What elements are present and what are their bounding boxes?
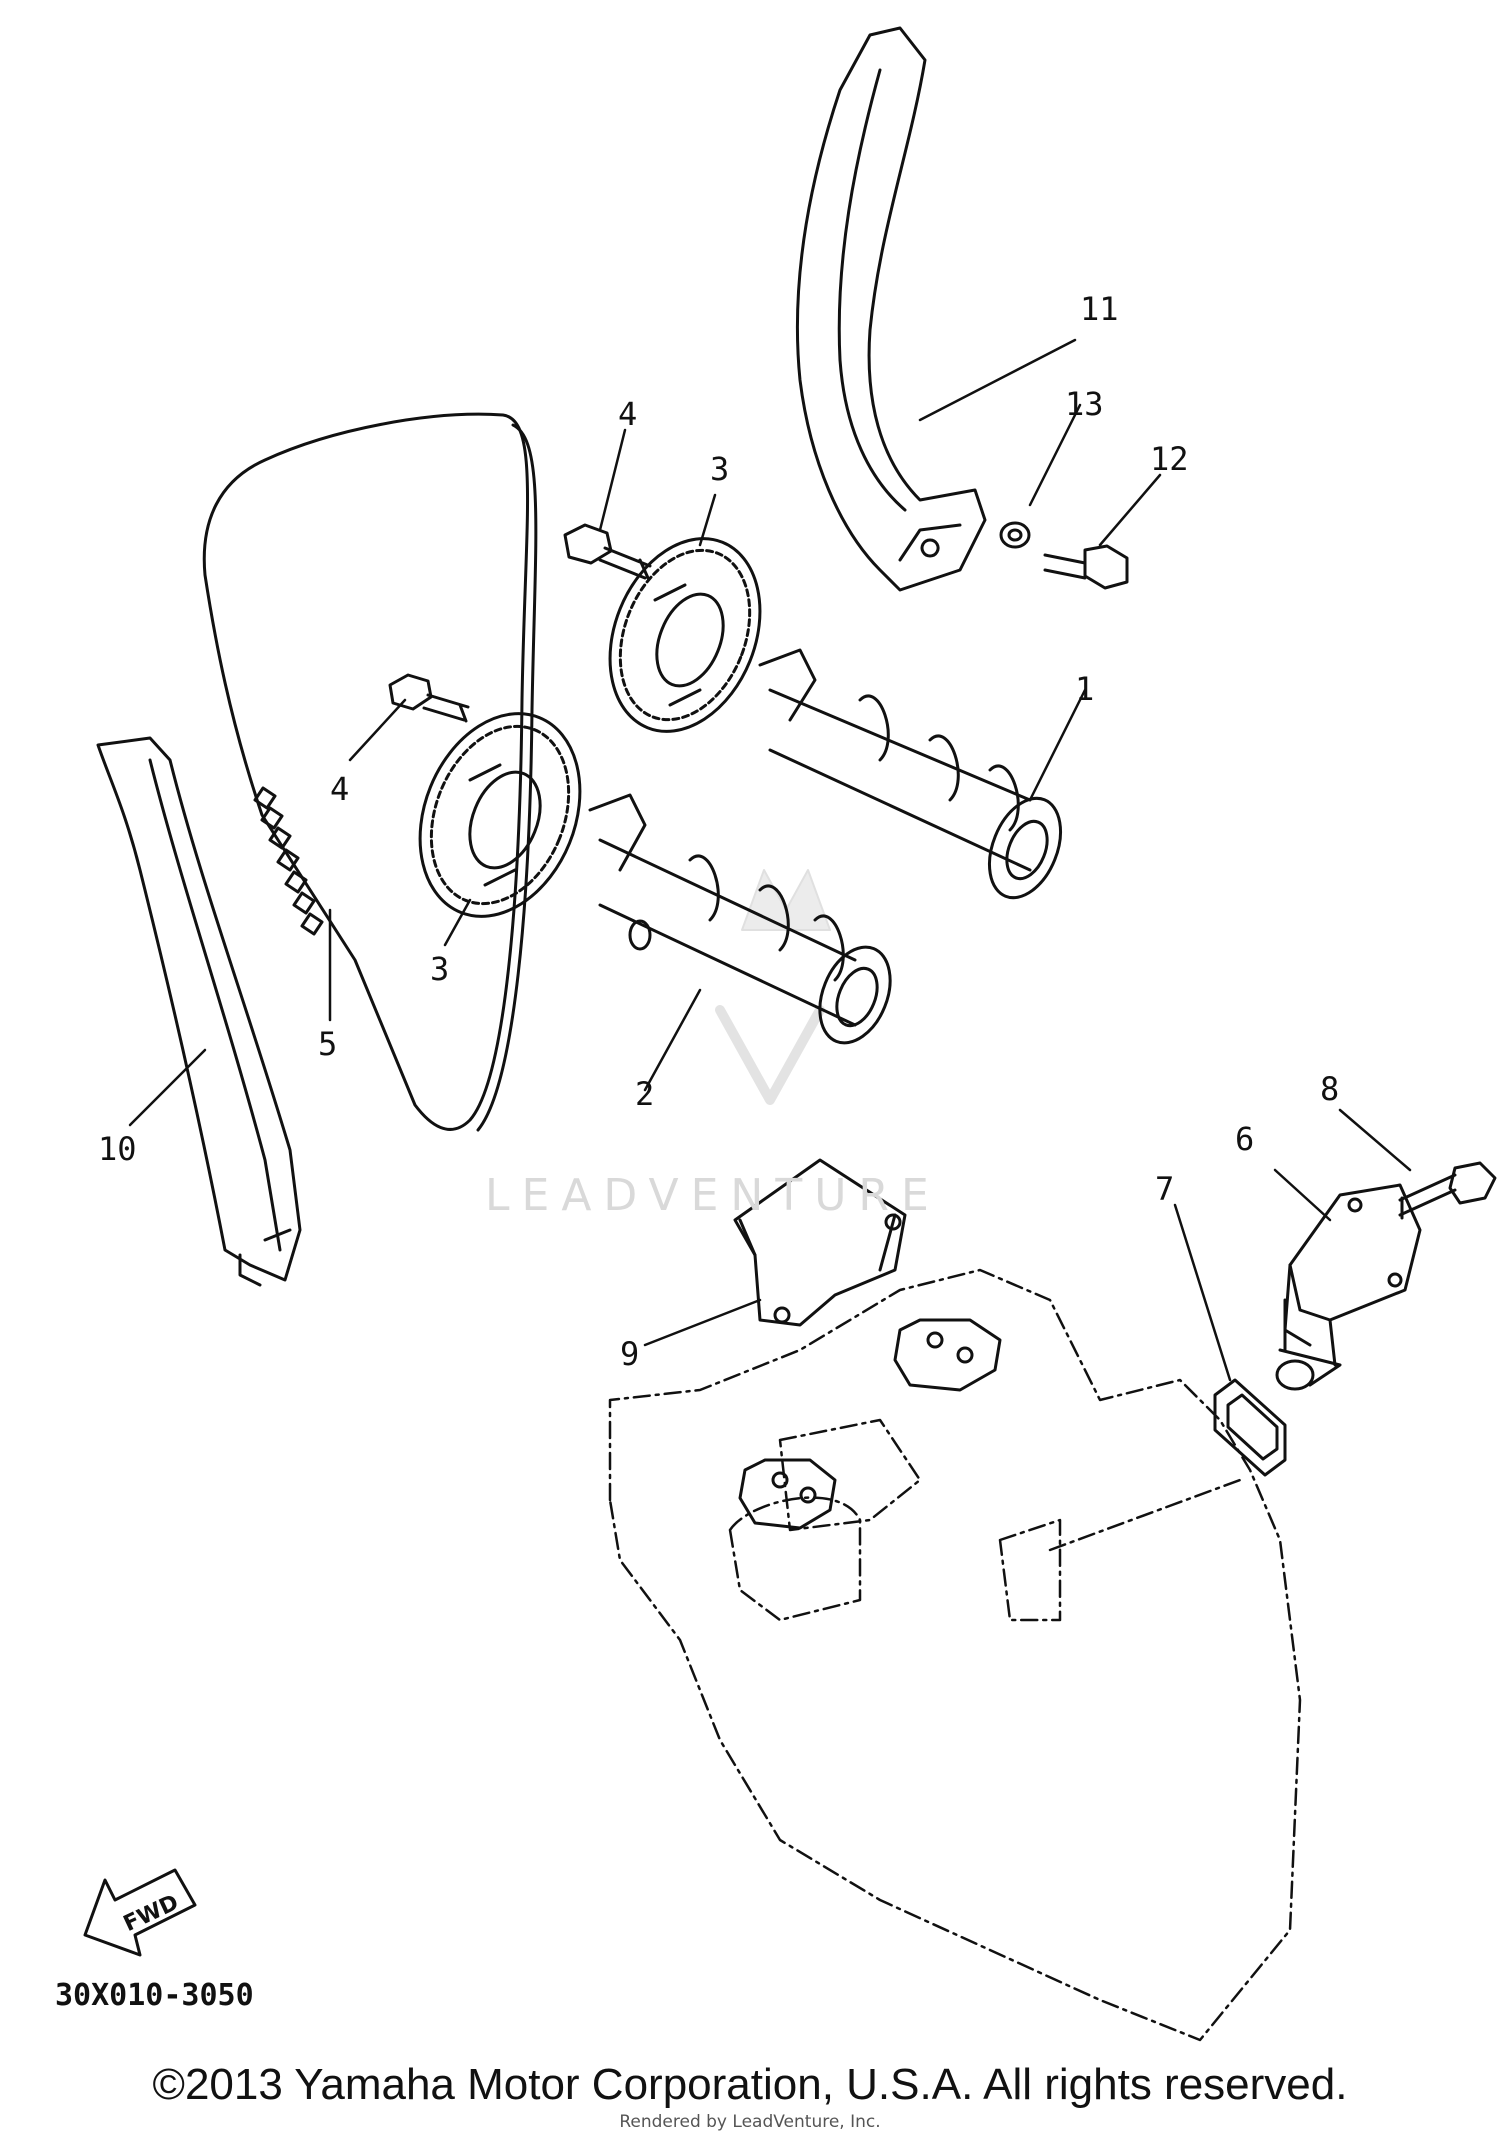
callout-3-upper: 3	[710, 450, 729, 488]
forward-label: FWD	[120, 1890, 183, 1937]
camshaft-intake	[758, 648, 1062, 900]
callout-10: 10	[98, 1130, 137, 1168]
leader-lines	[128, 338, 1412, 1382]
forward-arrow	[83, 1868, 197, 1957]
callout-8: 8	[1320, 1070, 1339, 1108]
camshaft-exhaust	[588, 793, 892, 1045]
sprocket-lower	[418, 712, 582, 918]
callout-1: 1	[1075, 670, 1094, 708]
rendered-by-note: Rendered by LeadVenture, Inc.	[619, 2112, 881, 2132]
callout-3-lower: 3	[430, 950, 449, 988]
cam-chain	[202, 412, 538, 1132]
chain-guide-front	[96, 736, 302, 1287]
bolt-lower	[388, 673, 470, 723]
callout-12: 12	[1150, 440, 1189, 478]
callout-7: 7	[1155, 1170, 1174, 1208]
watermark	[715, 869, 831, 1105]
tensioner-bolt	[1398, 1161, 1497, 1220]
bolt-guide	[1043, 544, 1129, 590]
washer	[999, 521, 1031, 549]
callout-4-lower: 4	[330, 770, 349, 808]
chain-tensioner	[1275, 1183, 1422, 1391]
callout-6: 6	[1235, 1120, 1254, 1158]
callout-13: 13	[1065, 385, 1104, 423]
callout-5: 5	[318, 1025, 337, 1063]
diagram-code: 30X010-3050	[55, 1978, 254, 2013]
watermark-text: LEADVENTURE	[485, 1170, 941, 1221]
callout-9: 9	[620, 1335, 639, 1373]
bolt-upper	[563, 523, 652, 580]
stopper-plate	[733, 1158, 907, 1327]
callout-4-upper: 4	[618, 395, 637, 433]
tensioner-gasket	[1213, 1378, 1287, 1477]
copyright-notice: ©2013 Yamaha Motor Corporation, U.S.A. A…	[152, 2060, 1348, 2109]
chain-guide-rear	[795, 26, 987, 592]
head-bosses	[738, 1318, 1002, 1530]
cylinder-head	[608, 1268, 1302, 2042]
callout-11: 11	[1080, 290, 1119, 328]
callout-2: 2	[635, 1075, 654, 1113]
sprocket-upper	[608, 537, 762, 733]
